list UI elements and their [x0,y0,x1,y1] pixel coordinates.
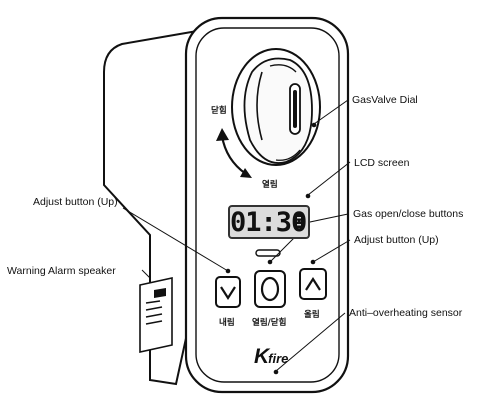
callout-gas-valve-dial: GasValve Dial [352,94,418,106]
brand-logo: Kfire [254,345,288,369]
speaker-grille-icon [145,300,163,325]
adjust-down-button[interactable] [215,276,241,308]
circle-o-icon [260,276,280,302]
leader-lcd [307,161,351,196]
dial-label-close: 닫힘 [211,106,227,116]
leader-adjust-left [122,207,229,272]
button-label-down: 내림 [219,318,235,328]
brand-logo-fire: fire [268,351,289,366]
callout-adjust-up-right: Adjust button (Up) [354,234,439,246]
leader-dots [225,122,317,375]
brand-logo-k: K [254,345,269,368]
leader-gas-valve [313,99,349,125]
adjust-up-button[interactable] [299,268,327,300]
leader-warning [141,269,151,279]
callout-gas-buttons: Gas open/close buttons [353,208,464,220]
leader-adjust-right [312,239,351,263]
curved-arrow-icon [216,128,252,178]
gas-valve-dial-icon [231,48,321,166]
indicator-slot [255,249,281,257]
button-label-up: 올림 [304,310,320,320]
chevron-down-icon [220,286,236,301]
dial-label-open: 열림 [262,180,278,190]
leader-anti-overheat [275,312,346,372]
callout-anti-overheating: Anti–overheating sensor [349,307,463,319]
gas-open-close-button[interactable] [254,270,286,308]
lcd-screen: 01:30 [228,205,310,239]
callout-lcd-screen: LCD screen [354,157,410,169]
callout-warning-speaker: Warning Alarm speaker [7,265,116,277]
device-back-body [103,28,206,386]
leader-lines [122,99,351,372]
button-label-open-close: 열림/닫힘 [252,318,287,328]
speaker-tab [154,288,166,298]
chevron-up-icon [305,276,321,291]
callout-adjust-up-left: Adjust button (Up) [33,196,118,208]
lcd-time: 01:30 [230,207,307,238]
battery-icon [296,214,302,228]
leader-gas-buttons [269,213,349,263]
